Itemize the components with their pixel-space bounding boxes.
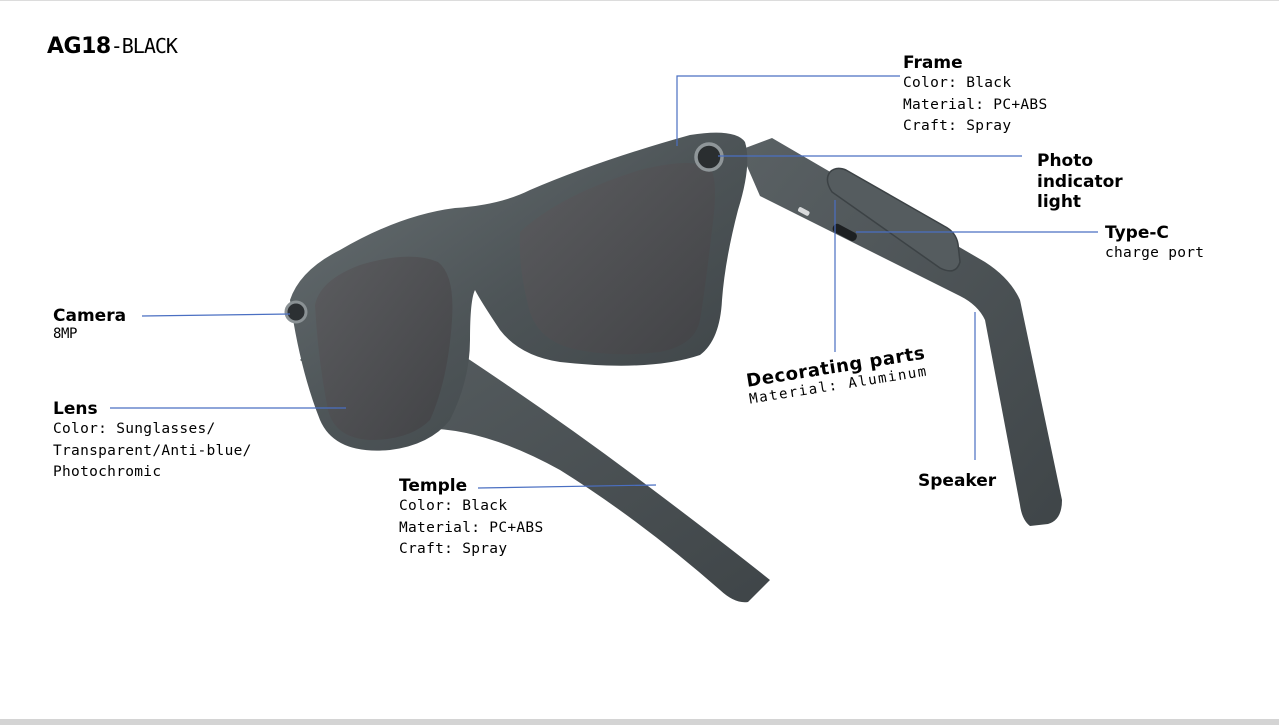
camera-leader <box>141 313 291 317</box>
photo-indicator-callout: Photo indicator light <box>1037 151 1123 213</box>
speaker-callout: Speaker <box>918 471 996 491</box>
frame-leader <box>676 75 900 146</box>
lens-callout: Lens Color: Sunglasses/ Transparent/Anti… <box>53 399 252 484</box>
camera-resolution: 8MP <box>53 326 78 342</box>
temple-material: Material: PC+ABS <box>399 519 544 536</box>
frame-material: Material: PC+ABS <box>903 96 1048 113</box>
type-c-port <box>832 223 857 242</box>
decorating-plate <box>826 167 961 272</box>
photo-indicator-dot <box>694 142 724 172</box>
frame-callout: Frame Color: Black Material: PC+ABS Craf… <box>903 53 1047 138</box>
lens-line-2: Transparent/Anti-blue/ <box>53 442 252 459</box>
lens-line-1: Color: Sunglasses/ <box>53 421 216 437</box>
frame-color: Color: Black <box>903 75 1012 91</box>
lens-line-3: Photochromic <box>53 464 162 480</box>
type-c-callout: Type-C charge port <box>1105 223 1204 265</box>
frame-craft: Craft: Spray <box>903 118 1012 134</box>
bottom-divider <box>0 719 1279 725</box>
camera-callout: Camera 8MP <box>53 306 126 342</box>
camera-lens-dot <box>284 300 308 324</box>
frame-heading: Frame <box>903 53 963 73</box>
temple-heading: Temple <box>399 476 468 496</box>
photo-heading-line-3: light <box>1037 192 1082 212</box>
type-c-heading: Type-C <box>1105 223 1169 243</box>
top-divider <box>0 0 1279 1</box>
product-title: AG18-BLACK <box>47 34 178 64</box>
right-temple <box>740 138 1062 526</box>
speaker-heading: Speaker <box>918 471 997 491</box>
temple-craft: Craft: Spray <box>399 541 508 557</box>
model-variant: -BLACK <box>110 34 178 58</box>
temple-leader <box>477 484 657 489</box>
photo-heading-line-2: indicator <box>1037 171 1123 192</box>
camera-heading: Camera <box>53 306 127 326</box>
type-c-desc: charge port <box>1105 245 1205 261</box>
temple-callout: Temple Color: Black Material: PC+ABS Cra… <box>399 476 543 561</box>
photo-heading-line-1: Photo <box>1037 151 1094 171</box>
left-lens <box>315 256 453 440</box>
indicator-slot <box>797 207 810 216</box>
lens-heading: Lens <box>53 399 98 419</box>
right-lens <box>519 162 715 355</box>
model-name: AG18 <box>47 34 111 59</box>
temple-color: Color: Black <box>399 498 508 514</box>
